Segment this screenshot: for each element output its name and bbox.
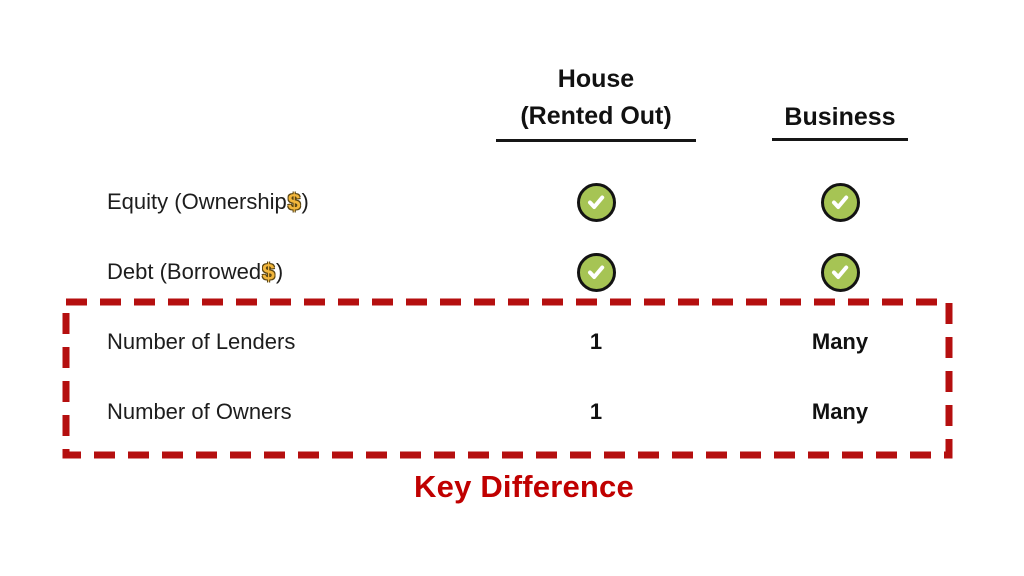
- cell-equity-business: [780, 182, 900, 222]
- lenders-label-text: Number of Lenders: [107, 329, 296, 354]
- owners-business-value: Many: [811, 399, 869, 424]
- column-header-business: Business: [772, 102, 908, 141]
- lenders-business-value: Many: [811, 329, 869, 354]
- column-header-house: House (Rented Out): [496, 61, 696, 142]
- cell-owners-house: 1: [536, 392, 656, 432]
- check-circle-icon: [576, 182, 616, 222]
- cell-debt-business: [780, 252, 900, 292]
- check-circle-icon: [576, 252, 616, 292]
- owners-label-text: Number of Owners: [107, 399, 292, 424]
- cell-debt-house: [536, 252, 656, 292]
- check-circle-icon: [820, 252, 860, 292]
- cell-lenders-house: 1: [536, 322, 656, 362]
- cell-equity-house: [536, 182, 656, 222]
- house-title-line1: House: [557, 65, 635, 93]
- business-title: Business: [784, 103, 896, 131]
- house-title-line2: (Rented Out): [520, 102, 672, 130]
- row-label-owners: Number of Owners: [107, 392, 292, 432]
- row-label-debt: Debt (Borrowed$): [107, 252, 283, 292]
- equity-label-paren: ): [301, 189, 309, 214]
- key-difference-caption: Key Difference: [414, 469, 634, 504]
- debt-label-paren: ): [275, 259, 284, 284]
- cell-owners-business: Many: [780, 392, 900, 432]
- row-label-lenders: Number of Lenders: [107, 322, 295, 362]
- lenders-house-value: 1: [589, 329, 603, 354]
- cell-lenders-business: Many: [780, 322, 900, 362]
- owners-house-value: 1: [589, 399, 603, 424]
- dollar-icon: $: [262, 258, 275, 285]
- debt-label-text: Debt (Borrowed: [107, 259, 262, 284]
- equity-label-text: Equity (Ownership: [107, 189, 287, 214]
- row-label-equity: Equity (Ownership$): [107, 182, 309, 222]
- dollar-icon: $: [287, 188, 301, 215]
- check-circle-icon: [820, 182, 860, 222]
